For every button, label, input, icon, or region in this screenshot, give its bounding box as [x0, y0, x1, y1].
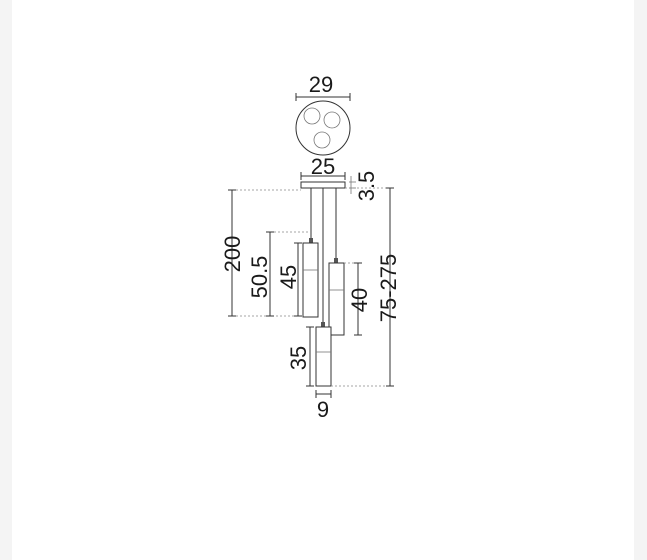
- pendant-center: [315, 322, 332, 387]
- pendant-left-tube: [302, 242, 319, 318]
- total-height-label: 75-275: [376, 254, 401, 323]
- tube-diameter-label: 9: [317, 397, 329, 422]
- pendant-right-body-dim: [344, 262, 362, 336]
- canopy-socket-1: [303, 107, 321, 125]
- pendant-center-body-label: 35: [286, 346, 311, 370]
- canopy-diameter-label: 29: [309, 72, 333, 97]
- pendant-left-height-dim: [266, 231, 309, 317]
- tube-diameter-dim: [315, 390, 332, 398]
- pendant-right: [328, 258, 345, 336]
- cables: [310, 188, 337, 322]
- pendant-left-height-label: 50.5: [247, 256, 272, 299]
- pendant-left-body-dim: [294, 242, 302, 317]
- canopy-socket-2: [323, 111, 341, 129]
- pendant-right-body-label: 40: [347, 288, 372, 312]
- canopy-top-view: [295, 93, 351, 156]
- pendant-center-tube: [315, 326, 332, 387]
- pendant-left: [302, 238, 319, 318]
- canopy-socket-3: [313, 131, 331, 149]
- total-height-dim: [331, 187, 394, 387]
- pendant-center-body-dim: [306, 326, 314, 387]
- pendant-right-tube: [328, 262, 345, 336]
- pendant-left-body-label: 45: [276, 265, 301, 289]
- max-cable-label: 200: [220, 236, 245, 273]
- canopy-width-label: 25: [311, 154, 335, 179]
- canopy-outline: [295, 100, 351, 156]
- canopy-plate: [300, 181, 346, 189]
- canopy-height-label: 3.5: [354, 171, 379, 202]
